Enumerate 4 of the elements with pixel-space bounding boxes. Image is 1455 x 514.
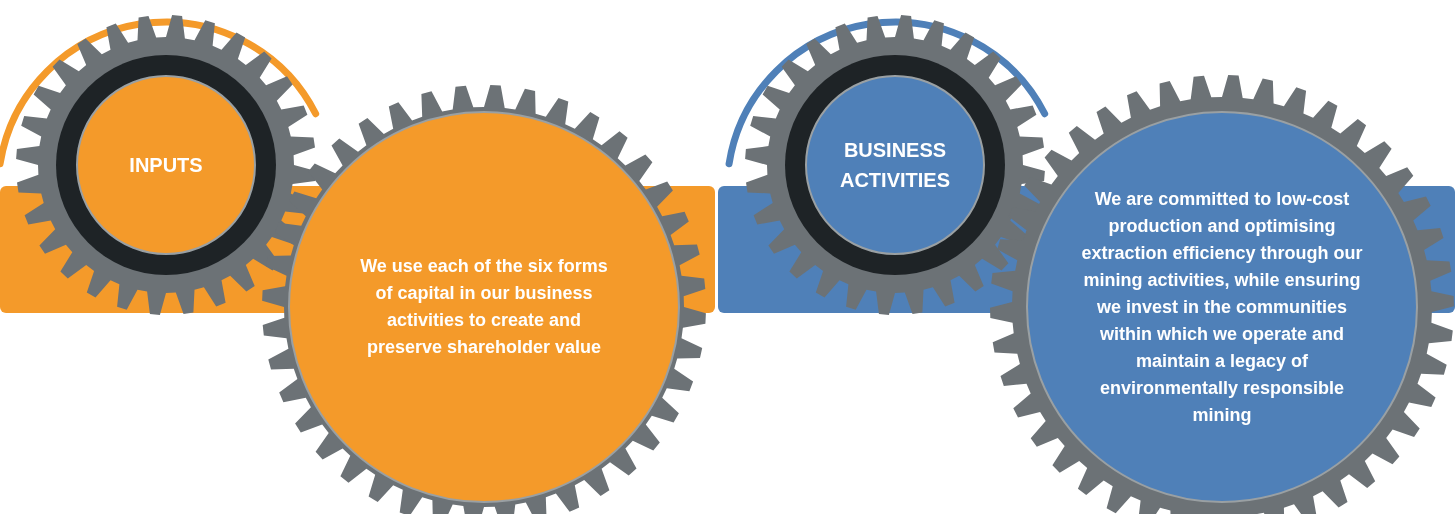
gear-title: INPUTS — [128, 153, 204, 178]
gear-description: We use each of the six forms of capital in our business activities to create and preserve shareholder value — [359, 255, 609, 359]
gear-description: We are committed to low-cost production and optimising extraction efficiency through our mining activities, while ensuring we invest in the communities within which we operate and maintain a legacy of environmentally responsible mining — [1080, 187, 1364, 427]
gear-title: BUSINESS ACTIVITIES — [839, 138, 951, 193]
